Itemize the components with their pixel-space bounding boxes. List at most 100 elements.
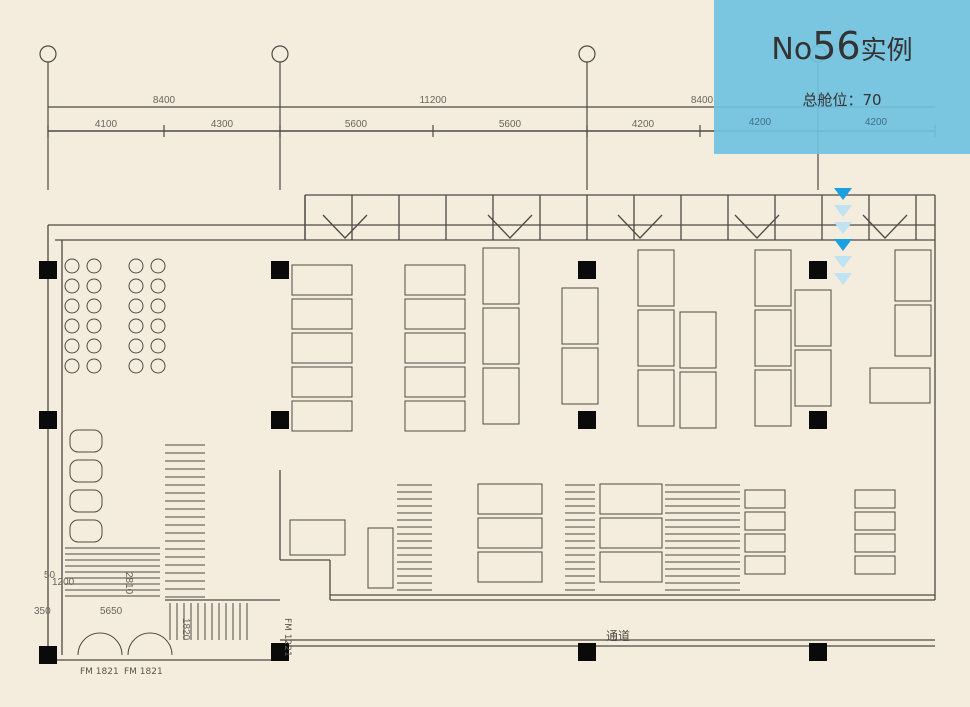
dim-lower-2: 4300 <box>211 119 234 130</box>
sleep-pod <box>854 555 896 575</box>
columns <box>39 261 827 664</box>
structural-column <box>809 643 827 661</box>
lounge-seat <box>64 258 80 274</box>
structural-column <box>809 261 827 279</box>
lounge-seat <box>86 298 102 314</box>
sleep-pod <box>744 555 786 575</box>
marker-triangle-icon <box>834 256 852 268</box>
toilet-stall <box>367 527 394 589</box>
lounge-seat <box>64 338 80 354</box>
lounge-seat <box>64 278 80 294</box>
lounge-seat <box>64 298 80 314</box>
sleep-pod <box>561 347 599 405</box>
lounge-seat <box>86 318 102 334</box>
lounge-seat <box>128 298 144 314</box>
lounge-seat <box>150 258 166 274</box>
marker-triangle-icon <box>834 188 852 200</box>
dim-lower-1: 4100 <box>95 119 118 130</box>
sleep-pod <box>291 264 353 296</box>
marker-triangle-icon <box>834 239 852 251</box>
dim-side-50: 50 <box>44 570 56 581</box>
sleep-pod <box>744 489 786 509</box>
sleep-pod <box>482 247 520 305</box>
marker-triangle-icon <box>834 273 852 285</box>
marker-triangle-icon <box>834 205 852 217</box>
door-label-3: FM 1221 <box>282 618 292 657</box>
structural-column <box>271 261 289 279</box>
door-swing <box>734 214 780 239</box>
sleep-pod <box>482 367 520 425</box>
structural-column <box>39 646 57 664</box>
lounge-seat <box>64 358 80 374</box>
sleep-pod <box>637 369 675 427</box>
lounge-seat <box>64 318 80 334</box>
dim-lower-6: 4200 <box>748 117 772 128</box>
side-dimensions: 50 1200 2810 350 5650 1820 <box>34 570 191 641</box>
capacity-label: 总舱位： <box>802 91 863 109</box>
dim-side-5650: 5650 <box>100 606 123 617</box>
entrance-door <box>77 632 123 656</box>
dim-lower-3: 5600 <box>345 119 368 130</box>
lounge-seat <box>86 338 102 354</box>
dim-upper-2: 11200 <box>419 95 447 106</box>
dim-side-2810: 2810 <box>123 572 134 595</box>
sleep-pod <box>754 369 792 427</box>
lounge-seat <box>86 258 102 274</box>
sleep-pod <box>794 349 832 407</box>
capacity-value: 70 <box>862 91 882 109</box>
door-swing <box>617 214 663 239</box>
dim-side-1820: 1820 <box>180 618 191 641</box>
shower-room <box>289 519 346 556</box>
corridor-label: 通道 <box>606 629 630 643</box>
lounge-seat <box>150 318 166 334</box>
lounge-seat <box>128 338 144 354</box>
sleep-pod <box>482 307 520 365</box>
sleep-pod <box>291 298 353 330</box>
sleep-pod <box>404 332 466 364</box>
lounge-seat <box>150 278 166 294</box>
sleep-pod <box>894 304 932 357</box>
lounge-seat <box>128 318 144 334</box>
sleep-pod <box>754 249 792 307</box>
sleep-pod <box>477 517 543 549</box>
lounge-seat <box>150 358 166 374</box>
structural-column <box>578 261 596 279</box>
sleep-pod <box>637 309 675 367</box>
sleep-pod <box>679 371 717 429</box>
lounge-seat <box>86 358 102 374</box>
lounge-seat <box>128 278 144 294</box>
sleep-pod <box>291 366 353 398</box>
sleep-pod <box>404 400 466 432</box>
lounge-seat <box>150 338 166 354</box>
dim-upper-1: 8400 <box>153 95 176 106</box>
structural-column <box>809 411 827 429</box>
lounge-seat <box>128 258 144 274</box>
sleep-pod <box>894 249 932 302</box>
sleep-pod <box>561 287 599 345</box>
sleep-pod <box>599 483 663 515</box>
case-number: 56 <box>812 24 861 68</box>
dim-upper-3: 8400 <box>691 95 714 106</box>
info-panel: No56实例 总舱位：70 <box>714 0 970 154</box>
door-swing <box>487 214 533 239</box>
structural-column <box>578 411 596 429</box>
structural-column <box>39 411 57 429</box>
marker-triangle-icon <box>834 222 852 234</box>
door-label-1: FM 1821 <box>80 667 119 677</box>
sleep-pod <box>599 517 663 549</box>
grid-axis-bubble <box>271 45 289 63</box>
title-suffix: 实例 <box>860 36 913 66</box>
walls <box>47 194 936 661</box>
structural-column <box>271 411 289 429</box>
capacity-text: 总舱位：70 <box>714 89 970 110</box>
sleep-pod <box>291 332 353 364</box>
sleep-pod <box>599 551 663 583</box>
dim-lower-4: 5600 <box>499 119 522 130</box>
toilet <box>69 459 103 483</box>
lounge-seat <box>86 278 102 294</box>
dim-side-350: 350 <box>34 606 51 617</box>
door-swing <box>322 214 368 239</box>
pods <box>64 247 932 656</box>
title-prefix: No <box>771 32 813 67</box>
sleep-pod <box>477 483 543 515</box>
